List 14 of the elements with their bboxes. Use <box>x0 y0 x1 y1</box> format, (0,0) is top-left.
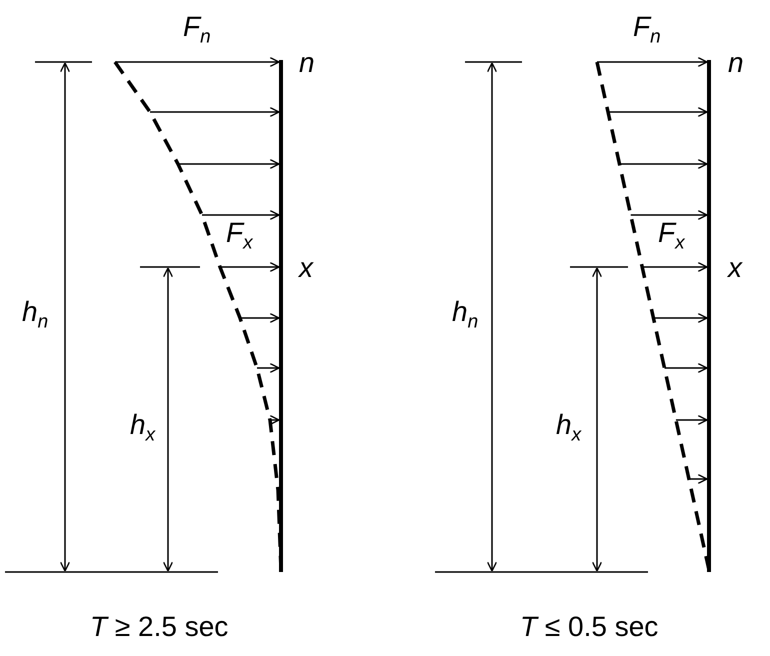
level-label: x <box>299 253 313 283</box>
height-label: h$_{n}$ <box>452 297 478 335</box>
period-label: T ≥ 2.5 sec <box>90 612 228 642</box>
period-label: T ≤ 0.5 sec <box>520 612 658 642</box>
level-label: n <box>728 48 744 78</box>
height-label: h$_{n}$ <box>22 297 48 335</box>
force-label: F$_{n}$ <box>633 12 661 50</box>
level-label: x <box>728 253 742 283</box>
height-label: h$_{x}$ <box>556 410 582 448</box>
force-label: F$_{x}$ <box>226 218 253 256</box>
force-label: F$_{n}$ <box>183 12 211 50</box>
height-label: h$_{x}$ <box>130 410 156 448</box>
force-label: F$_{x}$ <box>658 218 685 256</box>
level-label: n <box>299 48 315 78</box>
